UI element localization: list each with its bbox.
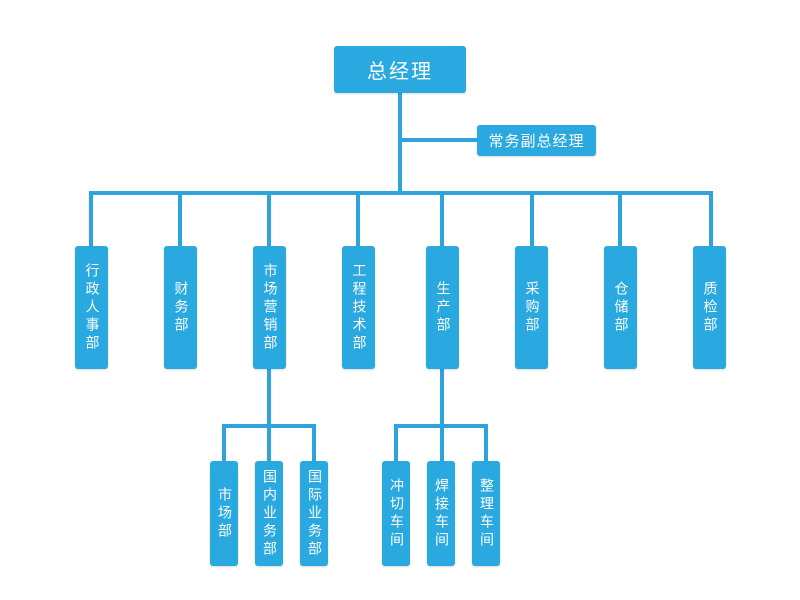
connector-line bbox=[312, 424, 316, 462]
connector-line bbox=[178, 191, 182, 247]
node-dept-purchasing: 采购部 bbox=[515, 246, 548, 369]
connector-line bbox=[440, 191, 444, 247]
connector-line bbox=[267, 368, 271, 426]
node-sub-finishing-workshop: 整理车间 bbox=[472, 461, 500, 566]
node-dept-engineering: 工程技术部 bbox=[342, 246, 375, 369]
node-sub-market: 市场部 bbox=[210, 461, 238, 566]
connector-line bbox=[394, 424, 398, 462]
node-dept-marketing: 市场营销部 bbox=[253, 246, 286, 369]
node-dept-quality: 质检部 bbox=[693, 246, 726, 369]
connector-line bbox=[709, 191, 713, 247]
node-dept-finance: 财务部 bbox=[164, 246, 197, 369]
node-dept-admin-hr: 行政人事部 bbox=[75, 246, 108, 369]
node-sub-welding-workshop: 焊接车间 bbox=[427, 461, 455, 566]
connector-line bbox=[267, 191, 271, 247]
connector-line bbox=[89, 191, 713, 195]
connector-line bbox=[618, 191, 622, 247]
node-dept-warehouse: 仓储部 bbox=[604, 246, 637, 369]
connector-line bbox=[267, 424, 271, 462]
connector-line bbox=[484, 424, 488, 462]
node-sub-punching-workshop: 冲切车间 bbox=[382, 461, 410, 566]
node-dept-production: 生产部 bbox=[426, 246, 459, 369]
connector-line bbox=[89, 191, 93, 247]
connector-line bbox=[530, 191, 534, 247]
connector-line bbox=[440, 368, 444, 426]
connector-line bbox=[400, 138, 478, 142]
connector-line bbox=[222, 424, 226, 462]
node-sub-international-business: 国际业务部 bbox=[300, 461, 328, 566]
node-deputy-general-manager: 常务副总经理 bbox=[477, 125, 596, 156]
connector-line bbox=[440, 424, 444, 462]
node-general-manager: 总经理 bbox=[334, 46, 466, 93]
connector-line bbox=[356, 191, 360, 247]
connector-line bbox=[398, 92, 402, 195]
node-sub-domestic-business: 国内业务部 bbox=[255, 461, 283, 566]
